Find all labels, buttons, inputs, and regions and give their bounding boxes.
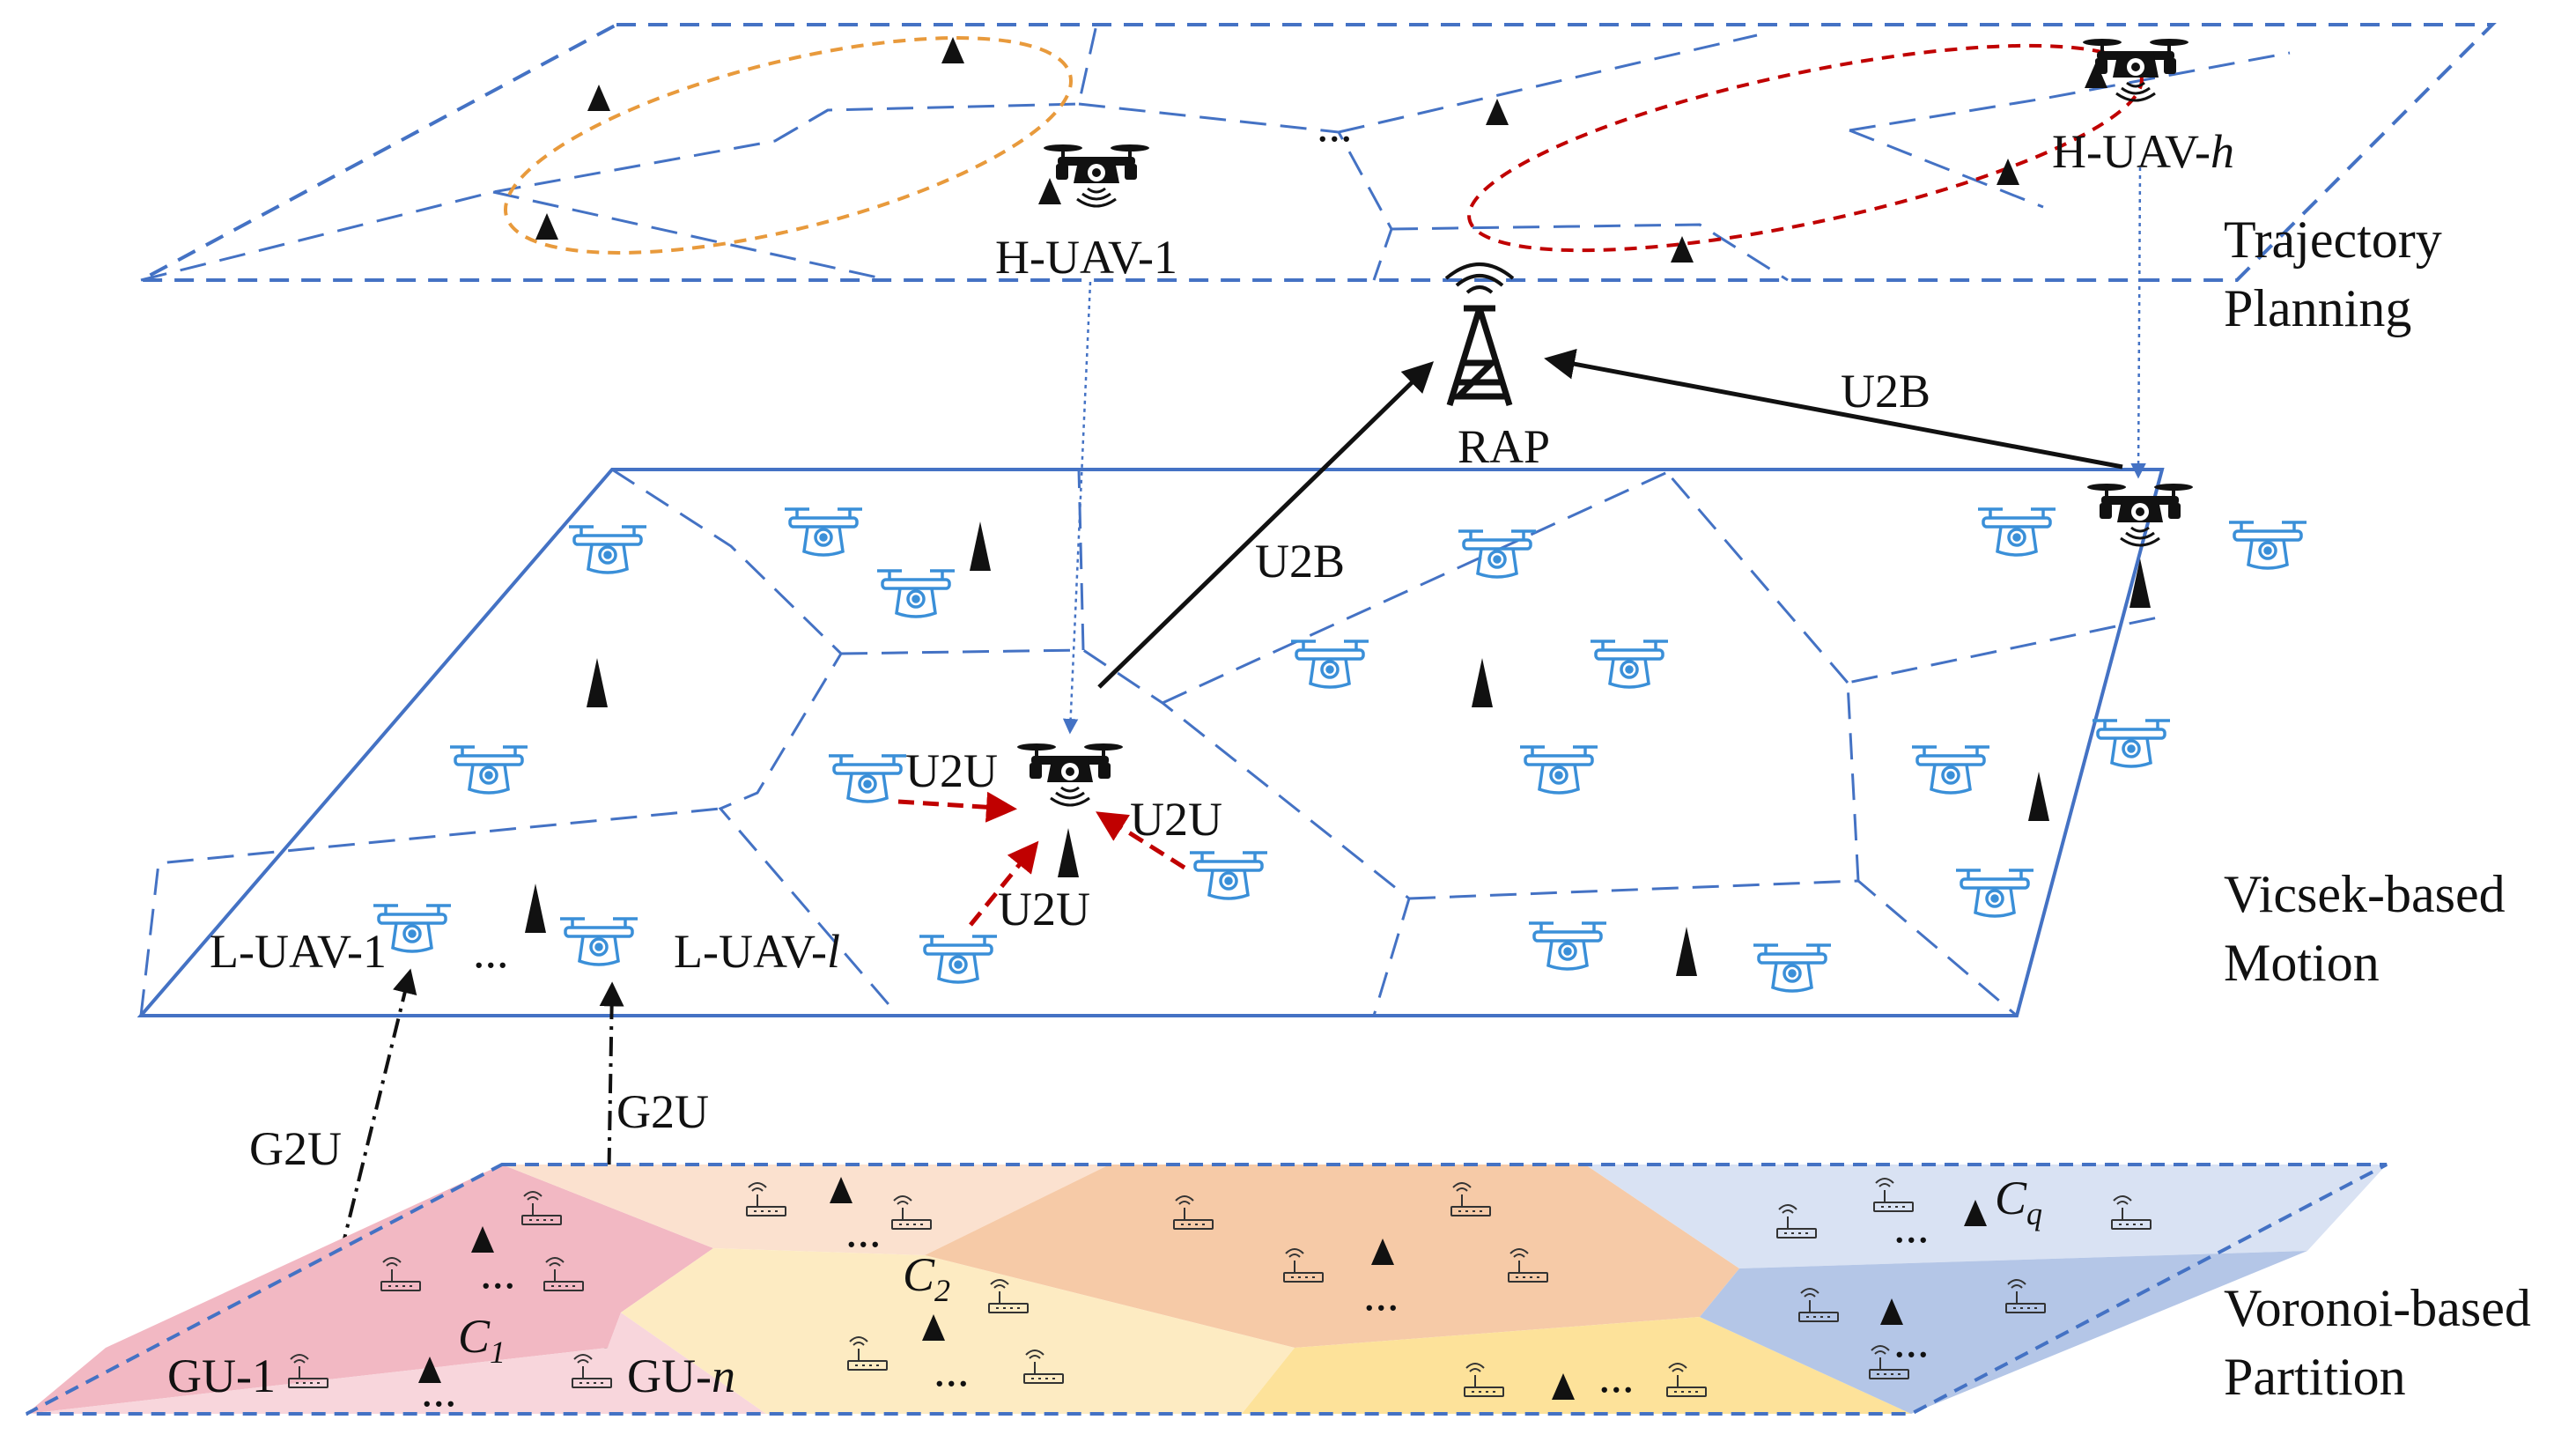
u2u-label: U2U — [998, 883, 1090, 935]
cluster-label-c1: C1 — [458, 1310, 506, 1370]
top-plane — [140, 23, 2497, 282]
middle-plane — [137, 468, 2165, 1017]
u2u-link-arrow — [897, 791, 1017, 823]
gu-n-label: GU-n — [627, 1350, 735, 1402]
u2b-link-arrow — [1097, 361, 1435, 689]
light-uav-icon — [2227, 521, 2308, 570]
ellipsis: ... — [845, 1204, 882, 1257]
u2u-link-arrow — [1096, 811, 1186, 870]
heavy-uav-icon — [2081, 37, 2190, 102]
heavy-uav-icon — [1042, 143, 1151, 208]
u2b-link-arrow — [1544, 348, 2123, 470]
ellipsis: ... — [473, 925, 509, 978]
l-uav-1-label: L-UAV-1 — [210, 925, 387, 978]
gu-1-label: GU-1 — [167, 1350, 276, 1402]
rap-antenna-tower-icon — [1444, 263, 1515, 407]
target-marker-icon — [1486, 99, 1509, 125]
region-orange — [925, 1165, 1739, 1348]
u2u-label: U2U — [1130, 793, 1222, 846]
trajectory-planning-layer: H-UAV-1 H-UAV-h ... — [140, 23, 2497, 284]
target-marker-icon — [535, 213, 558, 240]
ellipsis: ... — [480, 1246, 516, 1298]
light-uav-icon — [2091, 719, 2172, 768]
region-gold — [1242, 1317, 1911, 1414]
region-yellow — [621, 1248, 1295, 1414]
region-lightblue — [1585, 1165, 2387, 1268]
u2b-label-left: U2B — [1255, 535, 1345, 588]
target-marker-icon — [1038, 178, 1061, 204]
u2u-link-arrow — [969, 840, 1039, 927]
h-uav-1-trajectory — [503, 36, 1074, 255]
g2u-link-arrow — [599, 981, 624, 1353]
region-blue — [1700, 1251, 2307, 1414]
region-pink — [26, 1165, 713, 1414]
target-marker-icon — [941, 37, 964, 63]
g2u-label: G2U — [249, 1122, 342, 1175]
region-peach — [502, 1165, 1110, 1255]
region-lightpink — [26, 1313, 766, 1414]
cluster-label-cq: Cq — [1995, 1172, 2042, 1231]
ellipsis: ... — [1893, 1200, 1930, 1253]
target-marker-icon — [1671, 236, 1694, 263]
u2b-label-right: U2B — [1841, 365, 1930, 418]
l-uav-l-label: L-UAV-l — [674, 925, 840, 978]
u2u-label: U2U — [905, 744, 998, 797]
ellipsis: ... — [1317, 99, 1353, 152]
g2u-label: G2U — [616, 1085, 709, 1138]
projection-arrow — [2130, 166, 2146, 479]
cluster-label-c2: C2 — [903, 1248, 950, 1308]
projection-arrow — [1062, 281, 1092, 735]
vicsek-motion-layer — [137, 468, 2165, 1017]
target-marker-icon — [587, 85, 610, 111]
ellipsis: ... — [1893, 1314, 1930, 1367]
rap-label: RAP — [1458, 420, 1550, 473]
top-voronoi-cells — [140, 24, 2291, 282]
ellipsis: ... — [934, 1343, 970, 1396]
ellipsis: ... — [1598, 1350, 1635, 1402]
voronoi-partition-layer — [26, 1163, 2388, 1416]
ellipsis: ... — [1363, 1268, 1399, 1320]
ellipsis: ... — [421, 1364, 457, 1416]
h-uav-h-label: H-UAV-h — [2052, 125, 2234, 178]
middle-voronoi-cells — [139, 468, 2163, 1017]
h-uav-1-label: H-UAV-1 — [995, 231, 1177, 284]
